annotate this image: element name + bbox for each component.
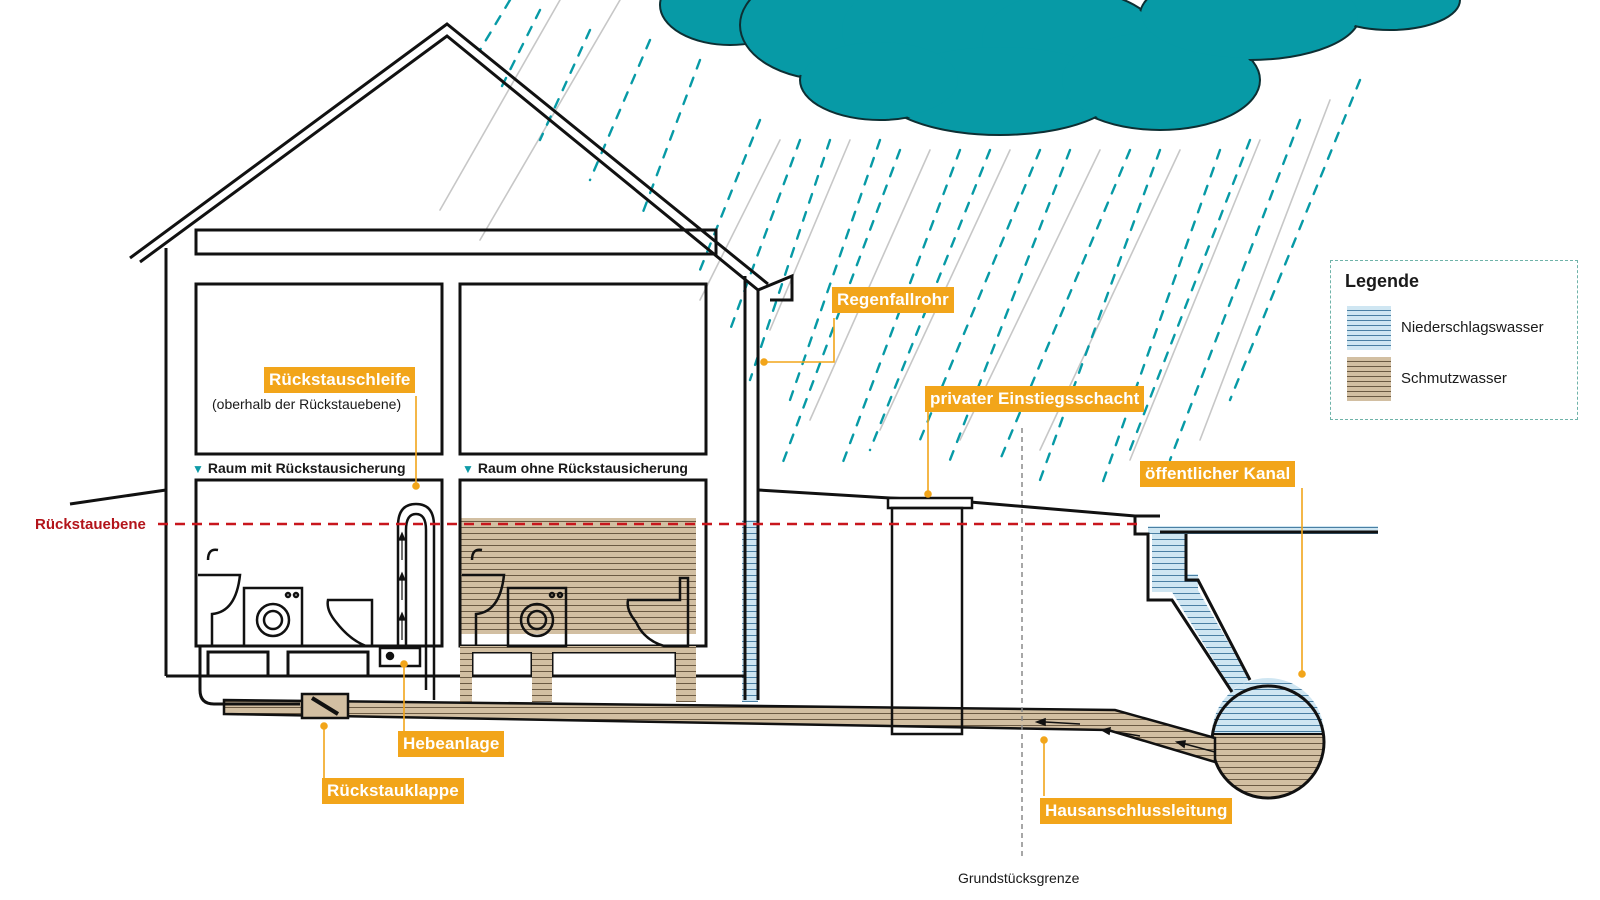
- label-raum-ohne: ▼Raum ohne Rückstausicherung: [462, 460, 688, 476]
- public-sewer-pipe: [1210, 678, 1326, 800]
- legend-title: Legende: [1345, 271, 1420, 291]
- house: [69, 22, 1378, 706]
- legend-swatch-rainwater: [1347, 306, 1391, 350]
- label-einstiegsschacht: privater Einstiegsschacht: [925, 386, 1145, 412]
- triangle-marker-icon: ▼: [192, 462, 204, 476]
- backflow-valve: [300, 692, 350, 720]
- rain: [439, 0, 1362, 492]
- fixtures-right: [462, 548, 690, 648]
- legend: Legende Niederschlagswasser Schmutzwasse…: [1330, 260, 1578, 420]
- label-rueckstauebene: Rückstauebene: [35, 516, 146, 533]
- label-regenfallrohr: Regenfallrohr: [832, 287, 954, 313]
- house-sewer-line: [222, 698, 1217, 764]
- label-raum-mit: ▼Raum mit Rückstausicherung: [192, 460, 406, 476]
- inspection-shaft: [886, 496, 974, 736]
- label-rueckstauschleife: Rückstauschleife: [264, 367, 416, 393]
- sewer-shaft: [1133, 516, 1252, 693]
- sewer-shaft-water: [1148, 526, 1250, 690]
- legend-label-wastewater: Schmutzwasser: [1401, 370, 1507, 387]
- label-rueckstauklappe: Rückstauklappe: [322, 778, 464, 804]
- label-grundstuecksgrenze: Grundstücksgrenze: [958, 870, 1080, 886]
- label-hausanschluss: Hausanschlussleitung: [1040, 798, 1233, 824]
- label-rueckstauschleife-sub: (oberhalb der Rückstauebene): [212, 396, 402, 412]
- legend-swatch-wastewater: [1347, 357, 1391, 401]
- triangle-marker-icon: ▼: [462, 462, 474, 476]
- legend-label-rainwater: Niederschlagswasser: [1401, 319, 1544, 336]
- label-kanal: öffentlicher Kanal: [1140, 461, 1296, 487]
- fixtures-left: [198, 502, 436, 700]
- label-hebeanlage: Hebeanlage: [398, 731, 505, 757]
